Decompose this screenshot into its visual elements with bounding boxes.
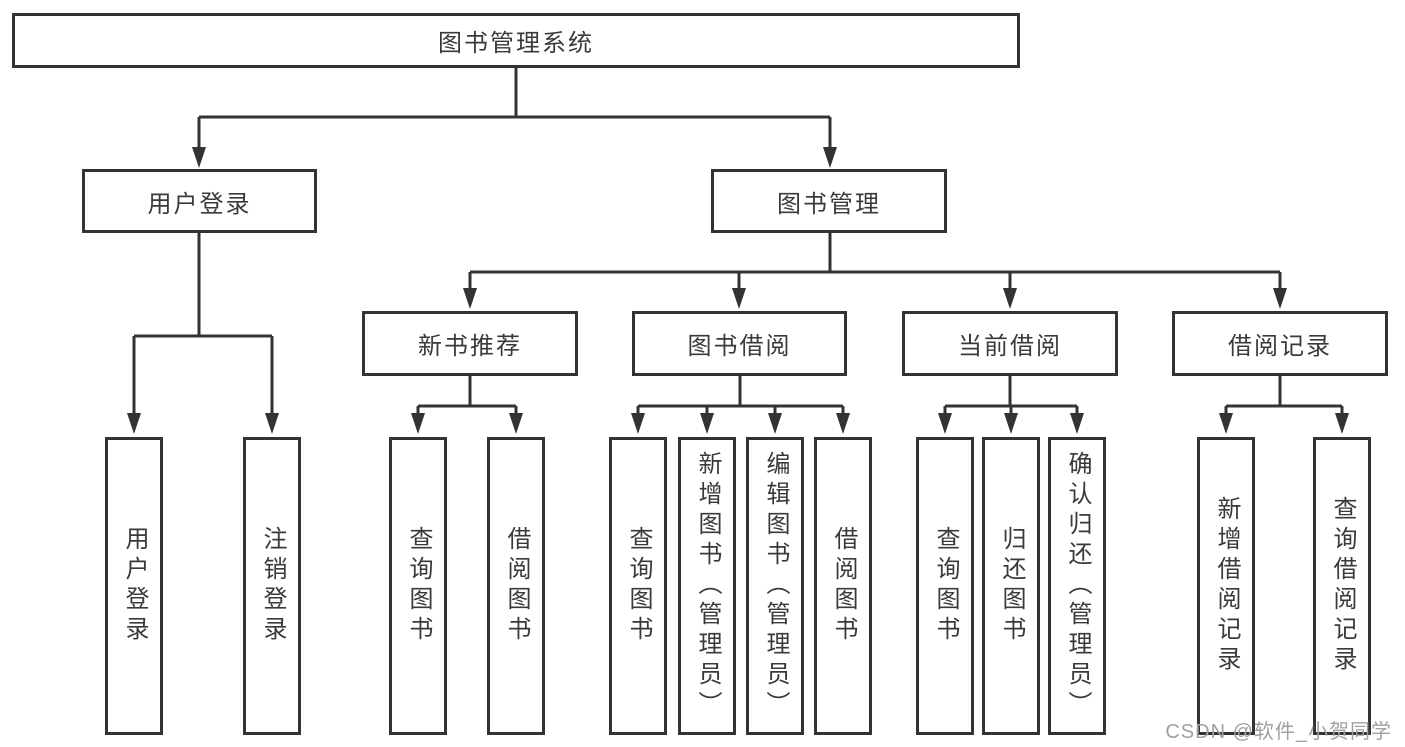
leaf-logout: 注销登录 — [243, 437, 301, 735]
leaf-borrow-books: 借阅图书 — [814, 437, 872, 735]
leaf-return-books: 归还图书 — [982, 437, 1040, 735]
node-library-management-system: 图书管理系统 — [12, 13, 1020, 68]
node-book-management: 图书管理 — [711, 169, 947, 233]
leaf-add-books-admin: 新增图书（管理员） — [678, 437, 736, 735]
node-borrowing-records: 借阅记录 — [1172, 311, 1388, 376]
leaf-query-books-borrow: 查询图书 — [609, 437, 667, 735]
node-current-borrowing: 当前借阅 — [902, 311, 1118, 376]
csdn-watermark: CSDN @软件_小贺同学 — [1165, 721, 1392, 743]
connector-shafts — [132, 68, 1344, 416]
leaf-query-borrow-record: 查询借阅记录 — [1313, 437, 1371, 735]
node-user-login: 用户登录 — [82, 169, 317, 233]
leaf-confirm-return-admin: 确认归还（管理员） — [1048, 437, 1106, 735]
leaf-query-books-recommend: 查询图书 — [389, 437, 447, 735]
leaf-borrow-books-recommend: 借阅图书 — [487, 437, 545, 735]
leaf-query-books-current: 查询图书 — [916, 437, 974, 735]
node-new-book-recommendation: 新书推荐 — [362, 311, 578, 376]
leaf-edit-books-admin: 编辑图书（管理员） — [746, 437, 804, 735]
node-book-borrowing: 图书借阅 — [632, 311, 847, 376]
leaf-user-login: 用户登录 — [105, 437, 163, 735]
leaf-add-borrow-record: 新增借阅记录 — [1197, 437, 1255, 735]
arrowheads — [127, 147, 1349, 434]
